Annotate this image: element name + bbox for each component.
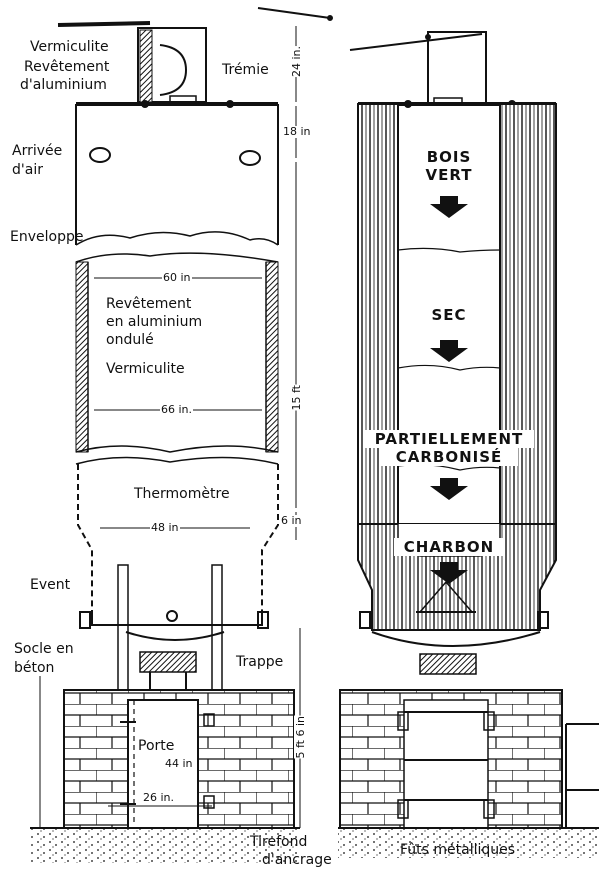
- label-porte: Porte: [138, 738, 175, 754]
- label-revetement-ondule: Revêtement: [106, 296, 192, 312]
- dim-18in: 18 in: [282, 125, 312, 138]
- zone-carbonise: CARBONISÉ: [380, 448, 518, 466]
- dim-5ft6in: 5 ft 6 in: [294, 716, 308, 759]
- arrow-down-icon: [430, 340, 468, 362]
- zone-bois-vert-2: VERT: [425, 166, 473, 184]
- dim-44in: 44 in: [164, 757, 194, 770]
- label-tirefond-2: d'ancrage: [262, 852, 332, 868]
- label-revetement-ondule-2: en aluminium: [106, 314, 203, 330]
- zone-sec: SEC: [431, 306, 467, 324]
- left-kiln: [30, 7, 333, 863]
- zone-bois-vert: BOIS: [426, 148, 472, 166]
- dim-60in: 60 in: [162, 271, 192, 284]
- flow-arrows: [430, 196, 468, 584]
- label-event: Event: [30, 577, 71, 593]
- label-revetement-alu-2: d'aluminium: [20, 77, 107, 93]
- arrow-down-icon: [430, 196, 468, 218]
- label-vermiculite-top: Vermiculite: [30, 39, 109, 55]
- label-trappe: Trappe: [236, 654, 284, 670]
- zone-partiellement: PARTIELLEMENT: [364, 430, 534, 448]
- label-futs: Fûts métalliques: [400, 842, 516, 858]
- label-arrivee-air-2: d'air: [12, 162, 43, 178]
- label-arrivee-air: Arrivée: [12, 143, 63, 159]
- arrow-down-icon: [430, 562, 468, 584]
- label-vermiculite-mid: Vermiculite: [106, 361, 185, 377]
- label-thermometre: Thermomètre: [134, 486, 230, 502]
- label-tremie: Trémie: [222, 62, 269, 78]
- label-tirefond: Tirefond: [250, 834, 308, 850]
- arrow-down-icon: [430, 478, 468, 500]
- label-socle-2: béton: [14, 660, 55, 676]
- dim-24in: 24 in.: [290, 46, 304, 78]
- label-revetement-ondule-3: ondulé: [106, 332, 154, 348]
- dim-48in: 48 in: [150, 521, 180, 534]
- dim-66in: 66 in.: [160, 403, 194, 416]
- label-socle: Socle en: [14, 641, 74, 657]
- dim-26in: 26 in.: [142, 791, 176, 804]
- label-enveloppe: Enveloppe: [10, 229, 84, 245]
- dim-6in: 6 in: [280, 514, 303, 527]
- label-revetement-alu: Revêtement: [24, 59, 110, 75]
- dim-15ft: 15 ft: [290, 385, 304, 411]
- zone-charbon: CHARBON: [394, 538, 504, 556]
